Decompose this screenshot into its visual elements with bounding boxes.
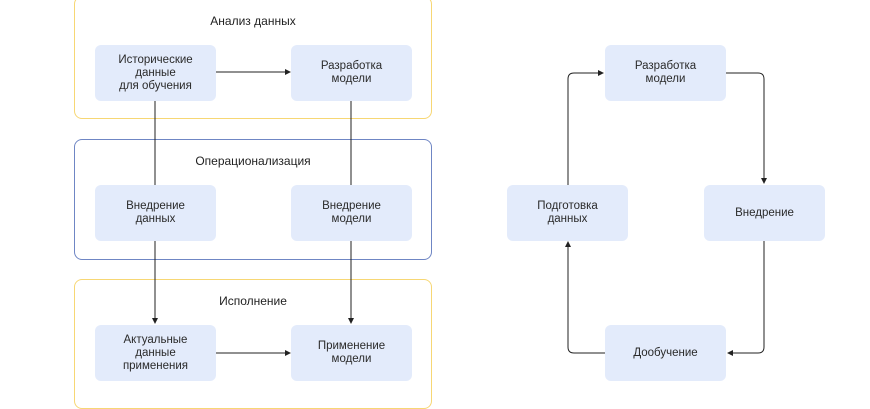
arrow-development-to-deployment [726, 72, 767, 184]
node-cycle-data-preparation[interactable]: Подготовка данных [507, 185, 628, 241]
group-operationalization: Операционализация [74, 139, 432, 260]
node-model-application[interactable]: Применение модели [291, 325, 412, 381]
node-cycle-model-development[interactable]: Разработка модели [605, 45, 726, 101]
node-data-deployment[interactable]: Внедрение данных [95, 185, 216, 241]
node-cycle-deployment[interactable]: Внедрение [704, 185, 825, 241]
group-title: Исполнение [219, 294, 287, 308]
group-title: Анализ данных [210, 14, 296, 28]
node-model-deployment[interactable]: Внедрение модели [291, 185, 412, 241]
node-current-data[interactable]: Актуальные данные применения [95, 325, 216, 381]
node-cycle-retraining[interactable]: Дообучение [605, 325, 726, 381]
arrow-deployment-to-retraining [727, 240, 765, 356]
node-historical-data[interactable]: Исторические данные для обучения [95, 45, 216, 101]
group-data-analysis: Анализ данных [74, 0, 432, 119]
arrow-preparation-to-development [567, 70, 604, 185]
arrow-retraining-to-preparation [565, 241, 605, 354]
node-model-development[interactable]: Разработка модели [291, 45, 412, 101]
group-title: Операционализация [195, 154, 311, 168]
